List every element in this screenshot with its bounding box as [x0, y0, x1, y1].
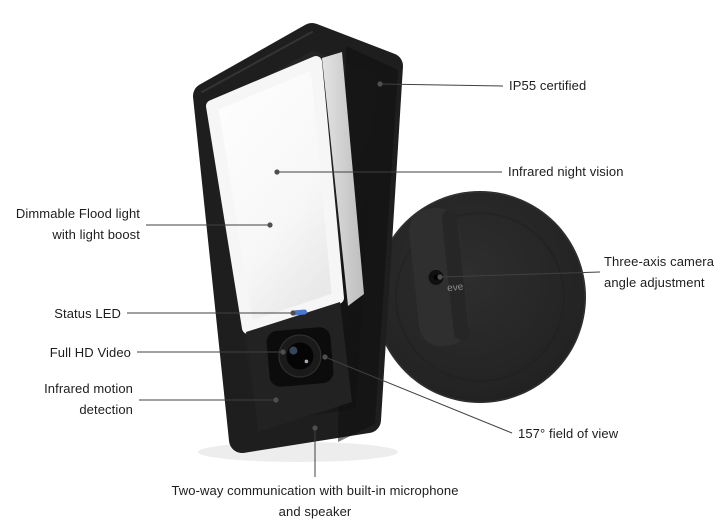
callout-dot-flood-light: [267, 222, 273, 228]
callout-label-motion: Infrared motion detection: [44, 381, 133, 417]
callout-dot-full-hd: [280, 349, 286, 355]
lens-glint: [289, 346, 298, 355]
eve-logo: eve: [447, 282, 465, 295]
device-shadow: [198, 442, 398, 462]
callout-label-status-led: Status LED: [54, 306, 121, 321]
callout-label-flood-light: Dimmable Flood light with light boost: [15, 206, 140, 242]
callout-label-fov: 157° field of view: [518, 426, 619, 441]
callout-dot-two-way: [312, 425, 318, 431]
callout-label-ip55: IP55 certified: [509, 78, 587, 93]
callout-dots: [267, 81, 443, 431]
wall-mount: [374, 191, 586, 403]
callout-label-two-way: Two-way communication with built-in micr…: [171, 483, 459, 519]
camera-module: [266, 327, 334, 387]
callout-dot-fov: [322, 354, 328, 360]
callout-label-three-axis: Three-axis camera angle adjustment: [604, 254, 715, 290]
callout-lines: [127, 83, 601, 477]
callout-dot-motion: [273, 397, 279, 403]
callout-line-fov: [324, 356, 513, 434]
flood-panel-side: [322, 52, 364, 306]
callout-dot-night-vision: [274, 169, 280, 175]
callout-line-ip55: [379, 83, 504, 87]
callout-dot-status-led: [290, 310, 296, 316]
callout-line-three-axis: [439, 271, 601, 278]
callout-dot-ip55: [377, 81, 383, 87]
callout-label-night-vision: Infrared night vision: [508, 164, 624, 179]
flood-light-panel: [206, 56, 344, 334]
callout-label-full-hd: Full HD Video: [49, 345, 131, 360]
callout-dot-three-axis: [437, 274, 443, 280]
